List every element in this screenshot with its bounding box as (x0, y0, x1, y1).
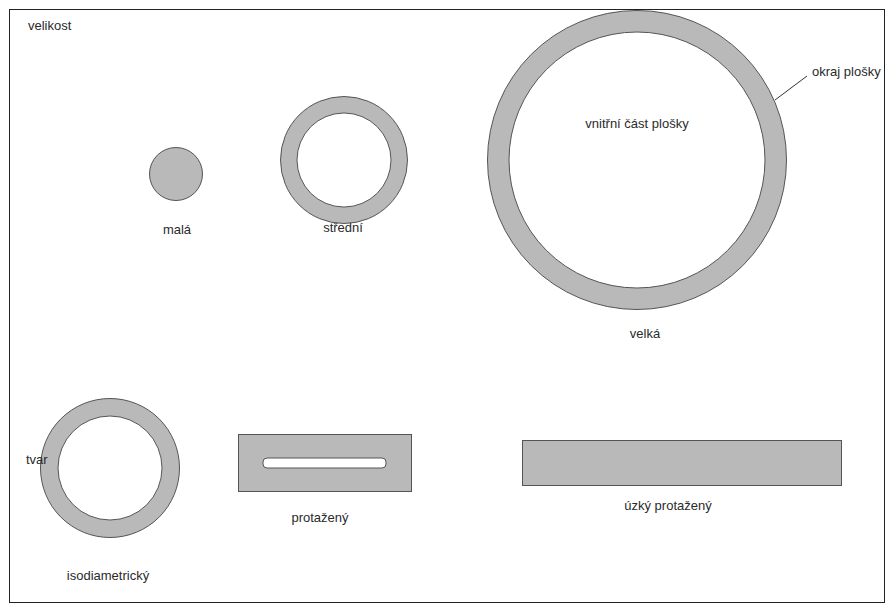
sample-shape: střední (280, 96, 408, 224)
shape-caption: protažený (291, 510, 348, 526)
shape-caption: střední (323, 220, 363, 236)
section-heading: tvar (26, 452, 48, 468)
shape-outline (280, 96, 408, 224)
sample-shape: úzký protažený (522, 440, 842, 486)
shape-outline (487, 10, 787, 310)
sample-shape: malá (149, 147, 203, 201)
sample-shape: isodiametrický (40, 398, 180, 538)
section-heading: velikost (28, 18, 71, 34)
sample-shape: vnitřní část ploškyvelká (487, 10, 787, 310)
shape-outline (40, 398, 180, 538)
shape-caption: malá (163, 222, 191, 238)
shape-caption: isodiametrický (67, 568, 149, 584)
shape-outline (238, 434, 412, 492)
callout-label: okraj plošky (812, 64, 881, 80)
shape-outline (149, 147, 203, 201)
leader-line (775, 76, 807, 100)
shape-caption: velká (630, 326, 660, 342)
sample-shape: protažený (238, 434, 412, 492)
region-label: vnitřní část plošky (582, 116, 692, 132)
shape-outline (522, 440, 842, 486)
shape-caption: úzký protažený (624, 498, 711, 514)
